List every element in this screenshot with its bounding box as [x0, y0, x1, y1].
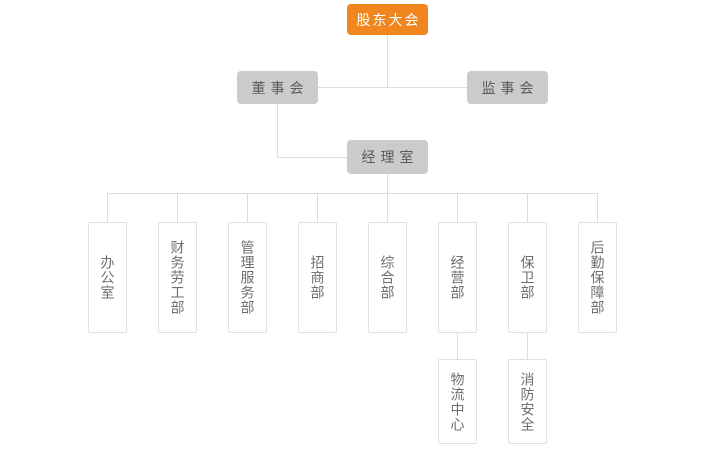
dept-label: 财务劳工部 [169, 240, 186, 315]
org-node-supervisory-board: 监事会 [467, 71, 548, 104]
dept-label: 消防安全 [519, 371, 536, 432]
org-node-general-dept: 综合部 [368, 222, 407, 333]
org-node-office: 办公室 [88, 222, 127, 333]
connector-dept-bus [107, 193, 598, 194]
dept-label: 综合部 [379, 255, 396, 300]
connector-dept-stub [177, 193, 178, 222]
connector-level2-horizontal [318, 87, 467, 88]
org-node-investment-dept: 招商部 [298, 222, 337, 333]
dept-label: 办公室 [99, 255, 116, 300]
connector-root-to-level2 [387, 35, 388, 87]
connector-dept-stub [387, 193, 388, 222]
dept-label: 招商部 [309, 255, 326, 300]
org-node-board-of-directors: 董事会 [237, 71, 318, 104]
connector-board-to-office [277, 104, 278, 158]
connector-security-to-firesafety [527, 333, 528, 359]
org-node-fire-safety: 消防安全 [508, 359, 547, 444]
org-node-management-service-dept: 管理服务部 [228, 222, 267, 333]
dept-label: 后勤保障部 [589, 240, 606, 315]
dept-label: 管理服务部 [239, 240, 256, 315]
connector-dept-stub [107, 193, 108, 222]
connector-dept-stub [597, 193, 598, 222]
org-node-finance-labor-dept: 财务劳工部 [158, 222, 197, 333]
connector-dept-stub [247, 193, 248, 222]
connector-operations-to-logistics [457, 333, 458, 359]
org-node-operations-dept: 经营部 [438, 222, 477, 333]
org-node-logistics-center: 物流中心 [438, 359, 477, 444]
org-node-security-dept: 保卫部 [508, 222, 547, 333]
connector-dept-stub [457, 193, 458, 222]
org-node-manager-office: 经理室 [347, 140, 428, 174]
connector-dept-stub [527, 193, 528, 222]
dept-label: 保卫部 [519, 255, 536, 300]
dept-label: 经营部 [449, 255, 466, 300]
connector-office-to-bus [387, 174, 388, 194]
org-node-shareholders-meeting: 股东大会 [347, 4, 428, 35]
dept-label: 物流中心 [449, 371, 466, 432]
connector-dept-stub [317, 193, 318, 222]
org-node-logistics-support-dept: 后勤保障部 [578, 222, 617, 333]
connector-office-horizontal [277, 157, 347, 158]
